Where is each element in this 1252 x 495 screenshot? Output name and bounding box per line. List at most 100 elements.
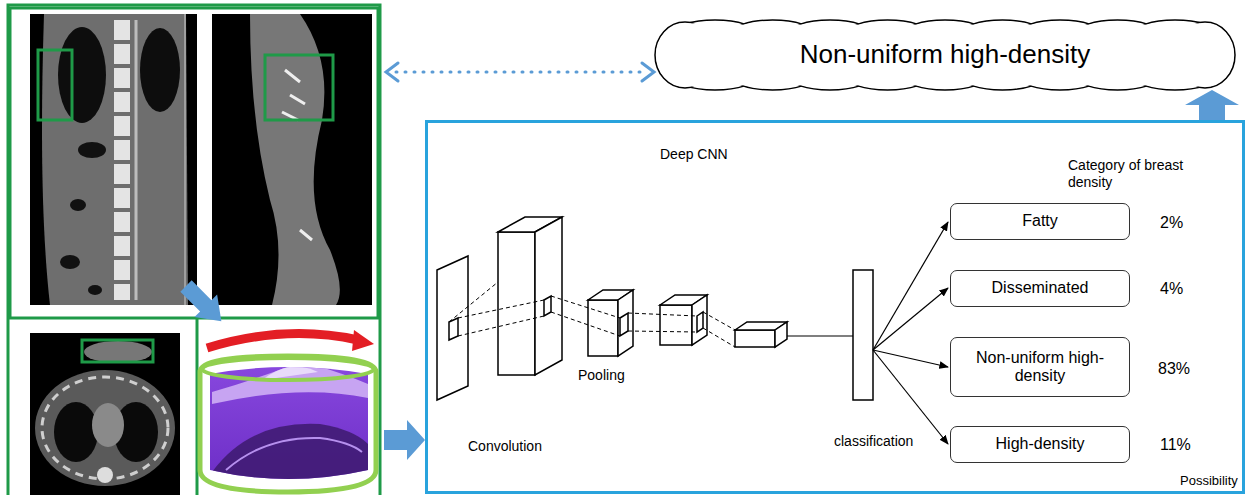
volume-cylinder-part-part [212, 424, 370, 490]
rotation-arrow-part [352, 330, 374, 351]
category-box: Non-uniform high-density [950, 337, 1130, 397]
cnn-dashed-lines-part [703, 328, 735, 347]
image-panel-frame-part [10, 8, 378, 318]
cnn-layers-part [588, 300, 618, 356]
probability-value: 11% [1160, 435, 1191, 454]
ct-axial-image [30, 333, 180, 495]
label-anchor: 4% [1160, 279, 1183, 298]
volume-cylinder-part [202, 358, 374, 380]
ct-breast-image-part [250, 14, 340, 305]
classifier-arrows-part [787, 335, 853, 336]
block-arrow [384, 420, 425, 460]
cloud-core [675, 32, 1215, 78]
cnn-dashed-lines-part [449, 282, 498, 322]
ct-sagittal-image-part [88, 285, 102, 295]
ct-sagittal-image-part [135, 20, 138, 300]
cloud-stroke [655, 20, 1235, 90]
cnn-layers-part [437, 256, 468, 400]
ct-sagittal-image-part [42, 14, 188, 305]
ct-axial-image-part [97, 467, 113, 483]
image-panel-frame [8, 5, 380, 495]
category-heading: Category of breast density [1068, 157, 1198, 191]
dotted-double-arrow-part [396, 71, 644, 74]
cnn-layers-part [660, 305, 692, 345]
probability-value: 2% [1160, 213, 1183, 232]
ct-axial-image-part [84, 341, 152, 363]
image-panel-frame-part [8, 5, 380, 495]
volume-cylinder-part-part [212, 362, 368, 404]
volume-cylinder [200, 355, 376, 495]
cnn-layers-part [735, 330, 775, 347]
ct-sagittal-image [30, 14, 197, 305]
layer-name: Pooling [578, 367, 625, 384]
ct-sagittal-image-part [140, 28, 180, 112]
cnn-dashed-lines-part [551, 312, 620, 336]
cnn-dashed-lines-part [703, 312, 735, 330]
label-anchor: Convolution [468, 437, 542, 455]
ct-sagittal-image-part [30, 14, 197, 305]
ct-breast-image-part [265, 55, 333, 120]
label-anchor: 11% [1160, 435, 1191, 454]
label-anchor: 2% [1160, 213, 1183, 232]
block-arrow [175, 275, 233, 333]
cnn-layers-part [697, 312, 703, 332]
ct-sagittal-image-part [78, 142, 106, 158]
probability-value: 83% [1158, 359, 1190, 378]
cnn-layers-part [692, 295, 707, 345]
cnn-layers-part [535, 217, 562, 375]
volume-cylinder-part-part [226, 438, 362, 470]
block-arrow-part [175, 275, 233, 333]
cnn-dashed-lines [449, 282, 735, 347]
cnn-layers-part [544, 296, 551, 316]
ct-sagittal-image-part [38, 50, 72, 120]
label-anchor: Category of breast density [1068, 157, 1198, 191]
ct-axial-image-part [35, 370, 175, 486]
dotted-double-arrow-part [386, 63, 398, 81]
ct-axial-image-part [42, 377, 168, 479]
cnn-dashed-lines-part [458, 316, 544, 336]
label-anchor: Possibility [1180, 471, 1238, 489]
ct-sagittal-image-part [60, 255, 80, 269]
probability-value: 4% [1160, 279, 1183, 298]
label-anchor: Pooling [578, 366, 625, 384]
category-box: Fatty [950, 203, 1130, 240]
cnn-dashed-lines-part [628, 313, 697, 316]
cnn-layers-part [853, 270, 873, 400]
category-box: High-density [950, 426, 1130, 463]
ct-axial-image-part [54, 402, 98, 462]
cnn-layers-part [618, 290, 633, 356]
cnn-layers [437, 217, 873, 400]
classifier-arrows [787, 222, 948, 444]
ct-axial-image-part [30, 333, 180, 495]
category-box: Disseminated [950, 270, 1130, 307]
classifier-arrows-part [873, 222, 948, 350]
cloud-fill [656, 21, 1234, 89]
layer-name: Convolution [468, 438, 542, 455]
ct-breast-image-part [212, 14, 372, 305]
node-text: High-density [996, 435, 1085, 453]
layer-name: classification [834, 433, 913, 450]
node-text: Disseminated [992, 279, 1089, 297]
node-text: Non-uniform high-density [965, 349, 1115, 386]
panel-heading: Deep CNN [660, 146, 728, 162]
cnn-layers-part [620, 313, 628, 336]
dotted-double-arrow [386, 63, 654, 81]
classifier-arrows-part [873, 350, 948, 444]
cnn-dashed-lines-part [628, 331, 697, 332]
ct-axial-image-part [82, 340, 153, 362]
ct-axial-image-part [92, 403, 124, 447]
ct-breast-image-part [282, 70, 312, 240]
ct-sagittal-image-part [70, 199, 86, 211]
volume-cylinder-part [200, 356, 376, 492]
result-cloud: Non-uniform high-density [655, 20, 1235, 90]
rotation-arrow-part [207, 334, 358, 348]
cnn-layers-part [775, 322, 787, 347]
ct-sagittal-image-part [58, 27, 106, 123]
dotted-double-arrow-part [642, 63, 654, 81]
ct-sagittal-image-part [114, 20, 130, 300]
block-arrow-connector [1185, 90, 1239, 120]
ct-breast-image [212, 14, 372, 305]
axis-heading: Possibility [1180, 473, 1238, 489]
label-anchor: 83% [1158, 359, 1190, 378]
node-text: Non-uniform high-density [800, 40, 1090, 70]
